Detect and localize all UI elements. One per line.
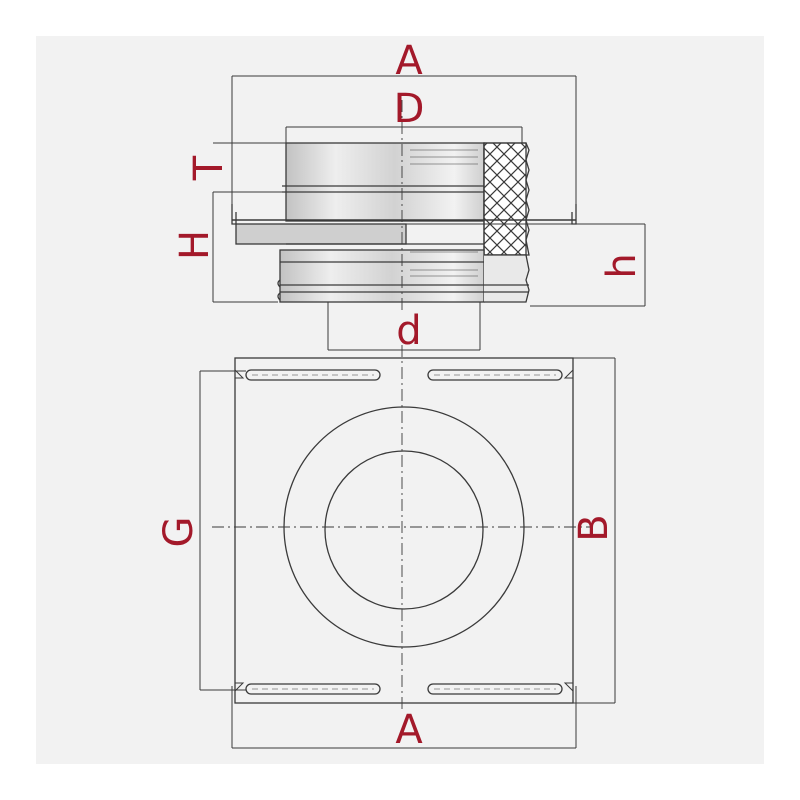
label-b: B	[571, 514, 617, 541]
label-a-bottom: A	[395, 707, 423, 753]
dimension-d-small	[327, 302, 481, 351]
label-a-top: A	[395, 38, 423, 84]
dimension-a-bottom	[231, 686, 577, 749]
insulation-layer	[483, 142, 527, 256]
label-h: H	[172, 230, 218, 260]
side-view	[212, 75, 646, 351]
label-h-small: h	[599, 253, 645, 278]
dimension-b	[573, 357, 616, 704]
dimension-g	[199, 370, 246, 691]
dimension-h	[212, 192, 278, 303]
label-d: D	[394, 86, 425, 132]
inner-opening	[324, 450, 484, 610]
flange-insert	[235, 223, 407, 245]
plan-view	[199, 345, 616, 749]
base-plate	[234, 357, 574, 704]
label-d-small: d	[396, 308, 421, 354]
outer-sleeve	[285, 142, 485, 222]
dimension-d	[285, 126, 523, 143]
label-g: G	[156, 517, 202, 548]
label-t: T	[186, 155, 232, 181]
dimension-t	[213, 142, 286, 193]
